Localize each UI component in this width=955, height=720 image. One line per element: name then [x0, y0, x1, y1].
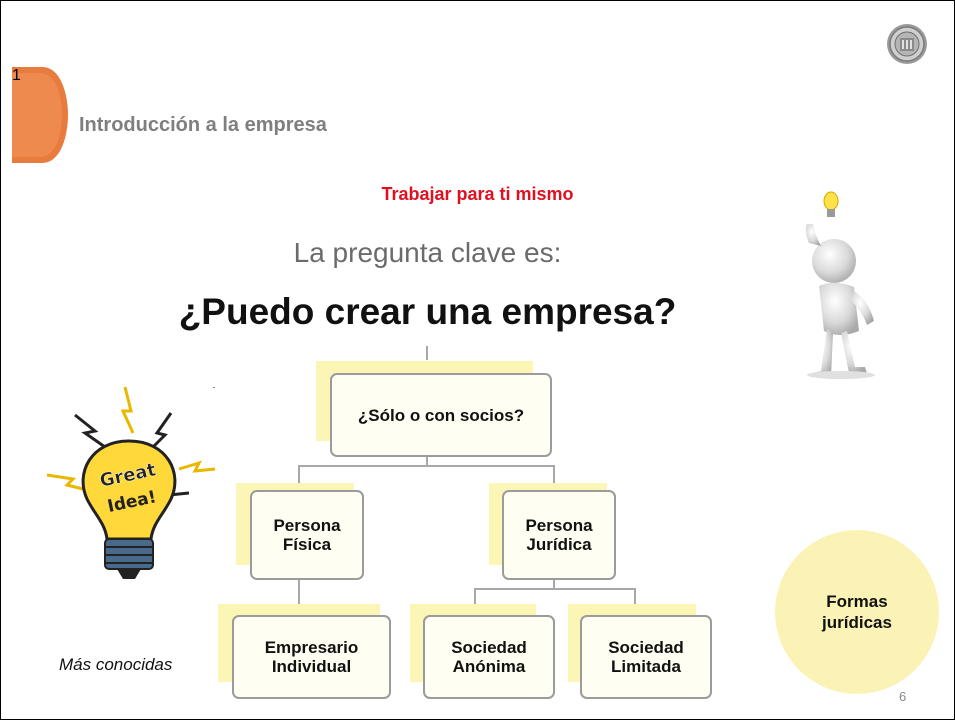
great-idea-bulb-image: Great Idea! — [46, 386, 216, 579]
headline: ¿Puedo crear una empresa? — [178, 291, 677, 332]
connector-level1-bar — [298, 465, 554, 467]
persona-fisica-label: Persona Física — [273, 516, 341, 554]
connector-to-anonima — [474, 588, 476, 616]
node-empresario-individual: Empresario Individual — [232, 615, 391, 699]
section-title: Introducción a la empresa — [79, 114, 327, 136]
thinking-figure-image — [805, 191, 875, 379]
most-known-caption: Más conocidas — [59, 655, 173, 674]
connector-to-persona-juridica — [553, 465, 555, 490]
section-number: 1 — [12, 67, 21, 84]
connector-root-down — [426, 455, 428, 466]
connector-to-persona-fisica — [298, 465, 300, 490]
sociedad-limitada-label: Sociedad Limitada — [608, 638, 684, 676]
section-number-badge — [12, 67, 68, 163]
university-seal-icon — [887, 24, 927, 64]
lead-text: La pregunta clave es: — [293, 237, 562, 268]
empresario-individual-label: Empresario Individual — [264, 638, 359, 676]
node-persona-juridica: Persona Jurídica — [502, 490, 616, 580]
node-sociedad-anonima: Sociedad Anónima — [423, 615, 555, 699]
sociedad-anonima-label: Sociedad Anónima — [451, 638, 527, 676]
root-node-label: ¿Sólo o con socios? — [357, 405, 525, 425]
node-persona-fisica: Persona Física — [250, 490, 364, 580]
legal-forms-label: Formas jurídicas — [822, 592, 892, 632]
page-number: 6 — [899, 689, 907, 704]
stray-mark — [213, 387, 215, 388]
connector-headline-stub — [426, 346, 428, 360]
node-sociedad-limitada: Sociedad Limitada — [580, 615, 712, 699]
legal-forms-circle: Formas jurídicas — [775, 530, 939, 694]
connector-level2-bar — [474, 588, 635, 590]
connector-juridica-down — [553, 579, 555, 589]
root-node: ¿Sólo o con socios? — [330, 373, 552, 457]
persona-juridica-label: Persona Jurídica — [525, 516, 593, 554]
subtitle: Trabajar para ti mismo — [381, 184, 574, 204]
connector-to-limitada — [634, 588, 636, 616]
connector-fisica-down — [298, 579, 300, 616]
